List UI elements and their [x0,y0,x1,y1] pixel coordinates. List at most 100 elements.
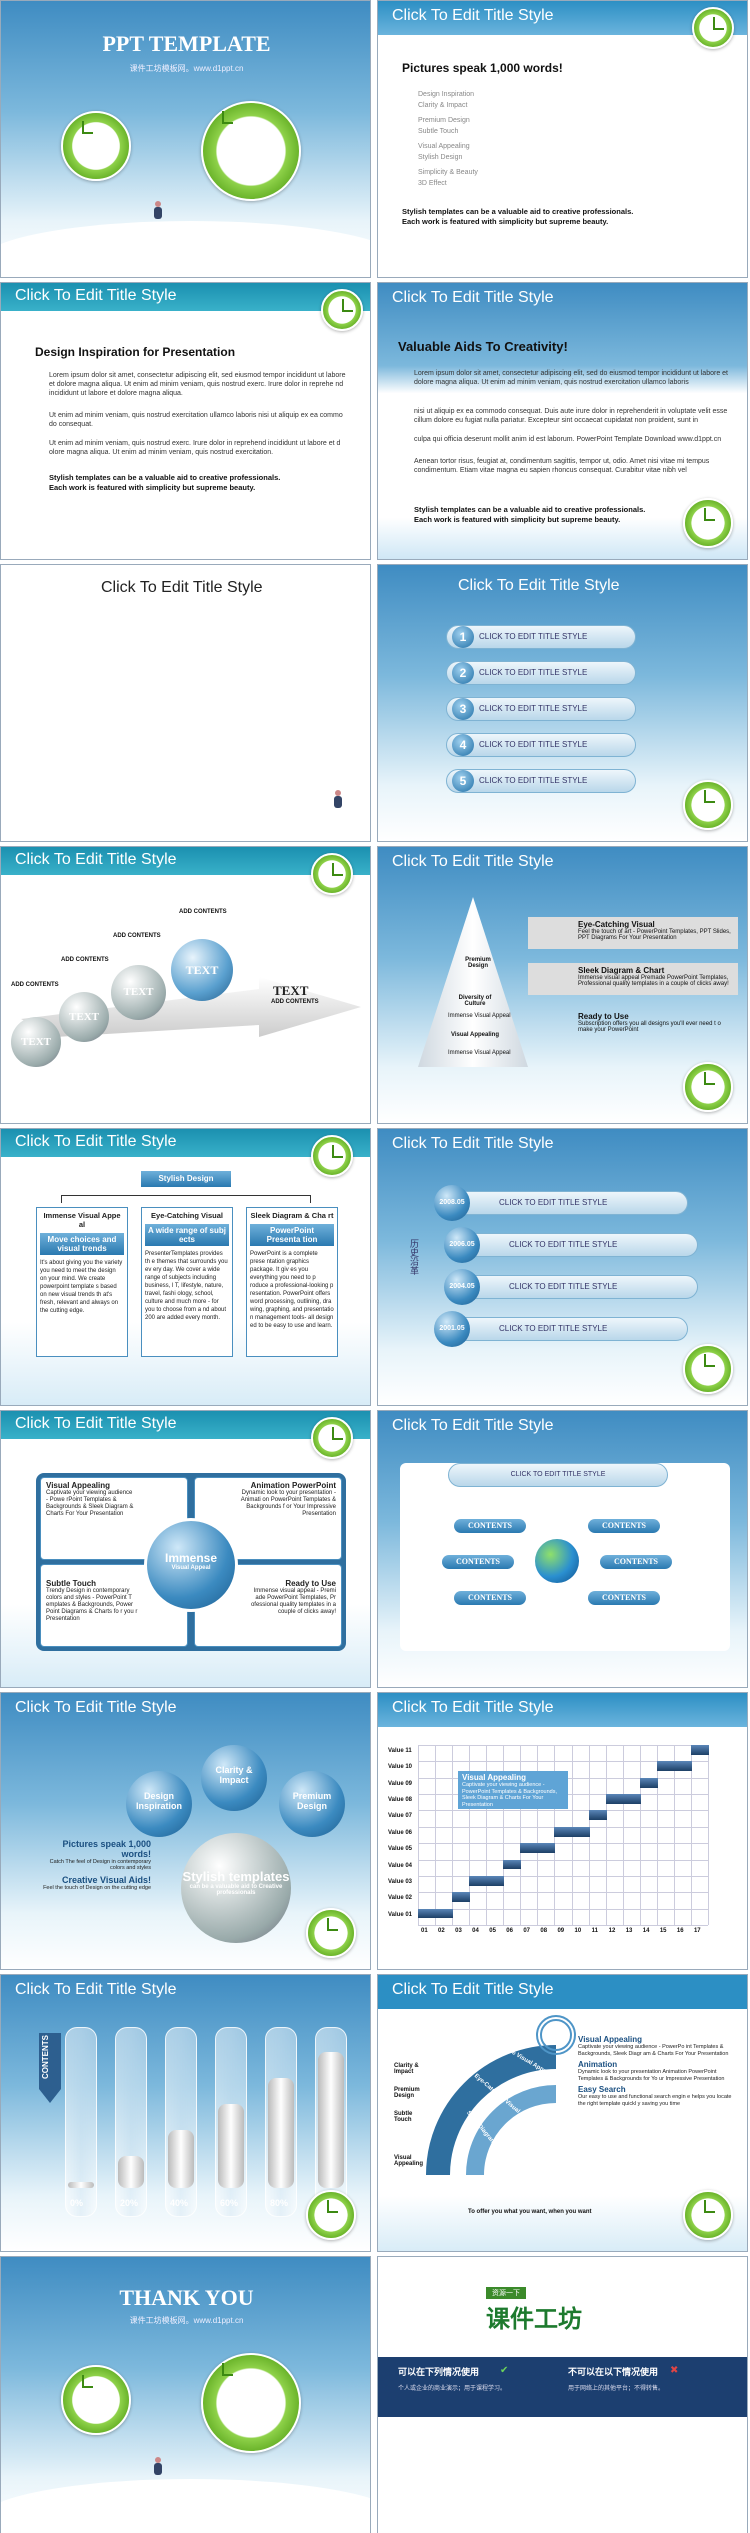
info-heading: Ready to Use [578,1012,629,1021]
item-text: Dynamic look to your presentation Animat… [578,2069,725,2082]
clock-icon [61,2365,131,2435]
sphere[interactable]: Premium Design [279,1771,345,1837]
info-box: Sleek Diagram & Chart Immense visual app… [528,963,738,995]
sphere-label: Design Inspiration [135,1791,182,1811]
can-use-text: 个人或企业的商业演示；用于课程学习。 [398,2386,507,2392]
step-bar [452,1892,471,1903]
sphere[interactable]: TEXT [171,939,233,1001]
note-heading: Visual Appealing [462,1773,527,1782]
timeline-item[interactable]: CLICK TO EDIT TITLE STYLE [438,1317,688,1341]
slide-1-title[interactable]: PPT TEMPLATE 课件工坊模板网。www.d1ppt.cn [0,0,371,278]
year-circle: 2008.05 [434,1185,470,1221]
slide-7[interactable]: Click To Edit Title Style TEXT TEXT TEXT… [0,846,371,1124]
slide-title: Click To Edit Title Style [15,1415,177,1432]
bullet: Stylish Design [418,154,463,161]
slide-11[interactable]: Click To Edit Title Style Visual Appeali… [0,1410,371,1688]
list-item[interactable]: CLICK TO EDIT TITLE STYLE [446,769,636,793]
contents-pill[interactable]: CONTENTS [442,1555,514,1569]
paragraph: culpa qui officia deserunt mollit anim i… [414,436,722,443]
gridline [469,1745,471,1925]
top-box: Stylish Design [141,1171,231,1187]
title-band [378,1693,747,1727]
contents-pill[interactable]: CONTENTS [588,1519,660,1533]
sphere-label: Clarity & Impact [215,1765,253,1785]
tier-label: Diversity of Culture [458,995,492,1007]
slide-2[interactable]: Click To Edit Title Style Pictures speak… [377,0,748,278]
gridline [418,1925,708,1926]
slide-10[interactable]: Click To Edit Title Style 历史沿革 CLICK TO … [377,1128,748,1406]
slide-3[interactable]: Click To Edit Title Style Design Inspira… [0,282,371,560]
paragraph: nisi ut aliquip ex ea commodo consequat.… [414,408,728,424]
title-band [1,847,370,875]
x-tick-label: 13 [625,1928,633,1934]
check-icon: ✔ [500,2365,509,2376]
percent-label: 40% [170,2198,189,2208]
sphere[interactable]: TEXT [11,1017,61,1067]
pyramid [418,897,528,1067]
percent-label: 0% [70,2198,84,2208]
timeline-item[interactable]: CLICK TO EDIT TITLE STYLE [448,1233,698,1257]
x-tick-label: 02 [438,1928,445,1934]
clock-icon [311,1417,353,1459]
arrow-label: TEXT [273,983,309,998]
slide-5[interactable]: Click To Edit Title Style [0,564,371,842]
info-text: Feel the touch of art - PowerPoint Templ… [578,929,731,941]
item-text: Our easy to use and functional search en… [578,2094,732,2107]
sphere[interactable]: Design Inspiration [126,1771,192,1837]
slide-12[interactable]: Click To Edit Title Style CLICK TO EDIT … [377,1410,748,1688]
list-item[interactable]: CLICK TO EDIT TITLE STYLE [446,697,636,721]
year-circle: 2004.05 [444,1269,480,1305]
slide-6[interactable]: Click To Edit Title Style CLICK TO EDIT … [377,564,748,842]
timeline-item[interactable]: CLICK TO EDIT TITLE STYLE [438,1191,688,1215]
slide-13[interactable]: Click To Edit Title Style Design Inspira… [0,1692,371,1970]
item-label: CLICK TO EDIT TITLE STYLE [479,632,588,641]
item-label: CLICK TO EDIT TITLE STYLE [509,1240,618,1249]
column-heading: Immense Visual Appe al [43,1211,121,1229]
step-bar [571,1826,590,1837]
bullet: Clarity & Impact [418,102,468,109]
sphere[interactable]: Clarity & Impact [201,1745,267,1811]
contents-pill[interactable]: CONTENTS [454,1519,526,1533]
sphere-label: TEXT [69,1011,99,1023]
caption-heading: Creative Visual Aids! [61,1875,151,1885]
x-tick-label: 01 [421,1928,428,1934]
gridline [690,1745,692,1925]
connector [61,1195,311,1203]
center-sub: Visual Appeal [171,1565,211,1571]
contents-pill[interactable]: CONTENTS [454,1591,526,1605]
slide-15[interactable]: Click To Edit Title Style CONTENTS 0%20%… [0,1974,371,2252]
list-item[interactable]: CLICK TO EDIT TITLE STYLE [446,625,636,649]
slide-4[interactable]: Click To Edit Title Style Valuable Aids … [377,282,748,560]
contents-label: CONTENTS [41,2035,50,2079]
x-tick-label: 16 [676,1928,684,1934]
quad-frame: Visual Appealing Captivate your viewing … [36,1473,346,1651]
slide-8[interactable]: Click To Edit Title Style Premium Design… [377,846,748,1124]
gridline [418,1908,708,1910]
x-tick-label: 05 [489,1928,496,1934]
gridline [673,1745,675,1925]
list-item[interactable]: CLICK TO EDIT TITLE STYLE [446,733,636,757]
gridline [418,1859,708,1861]
glass-tube: 20% [115,2027,147,2217]
slide-17-thankyou[interactable]: THANK YOU 课件工坊模板网。www.d1ppt.cn [0,2256,371,2533]
sphere[interactable]: TEXT [111,965,166,1020]
x-tick-label: 08 [540,1928,548,1934]
x-tick-label: 09 [557,1928,565,1934]
slide-18-credits[interactable]: 资源一下 课件工坊 可以在下列情况使用 不可以在以下情况使用 ✔ ✖ 个人或企业… [377,2256,748,2533]
percent-label: 20% [120,2198,139,2208]
sphere[interactable]: TEXT [59,992,109,1042]
note: Stylish templates can be a valuable aid … [414,505,646,514]
left-label: Clarity & Impact [394,2063,419,2075]
slide-title: Click To Edit Title Style [15,851,177,868]
slide-9[interactable]: Click To Edit Title Style Stylish Design… [0,1128,371,1406]
info-text: Subscription offers you all designs you'… [578,1021,721,1033]
y-tick-label: Value 05 [388,1846,413,1853]
list-item[interactable]: CLICK TO EDIT TITLE STYLE [446,661,636,685]
contents-pill[interactable]: CONTENTS [588,1591,660,1605]
contents-pill[interactable]: CONTENTS [600,1555,672,1569]
quadrant-text: Dynamic look to your presentation - Anim… [240,1490,336,1517]
step-bar [503,1859,522,1870]
slide-16[interactable]: Click To Edit Title Style Immense Visual… [377,1974,748,2252]
timeline-item[interactable]: CLICK TO EDIT TITLE STYLE [448,1275,698,1299]
